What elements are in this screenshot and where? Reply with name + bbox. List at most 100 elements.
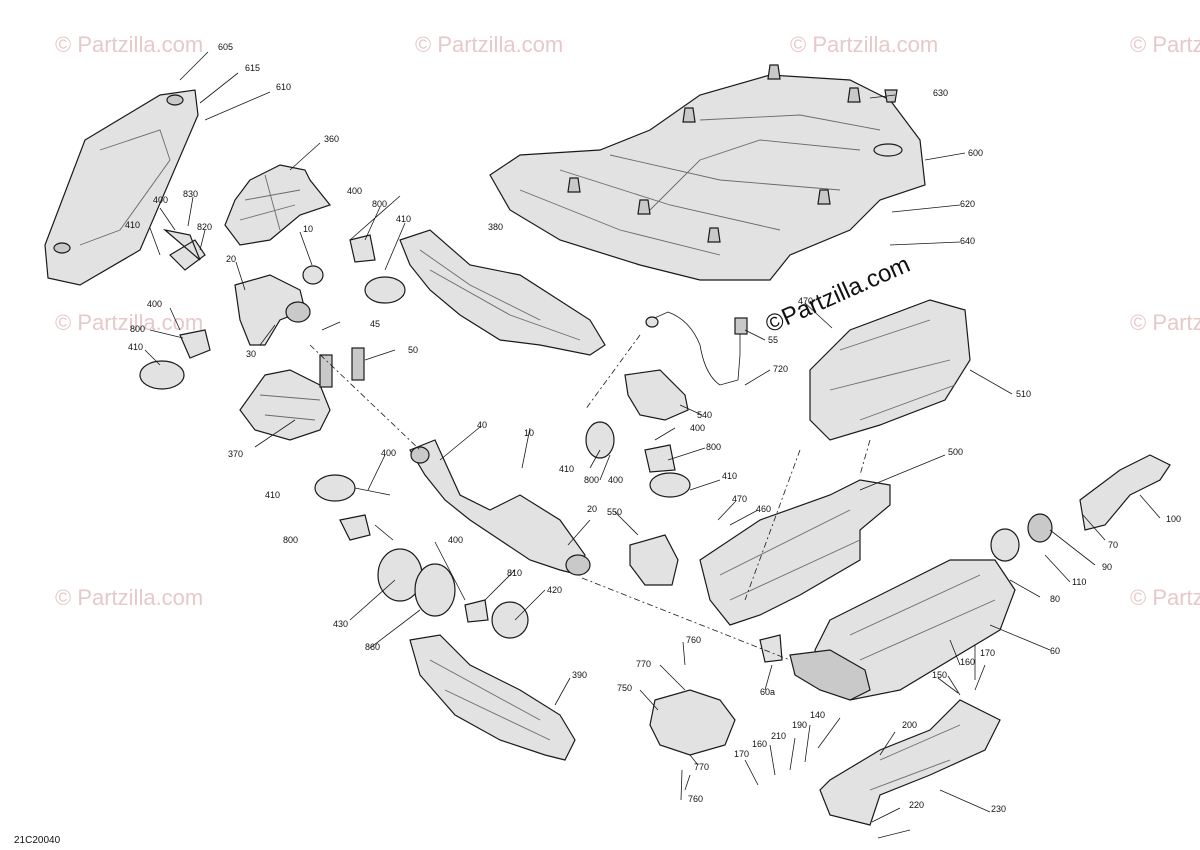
callout-540: 540 — [697, 410, 712, 420]
callout-605: 605 — [218, 42, 233, 52]
callout-510: 510 — [1016, 389, 1031, 399]
callout-150: 150 — [932, 670, 947, 680]
watermark: © Partzilla.com — [55, 585, 203, 610]
callout-800: 800 — [372, 199, 387, 209]
callout-410: 410 — [125, 220, 140, 230]
callout-50: 50 — [408, 345, 418, 355]
callout-80: 80 — [1050, 594, 1060, 604]
callout-610: 610 — [276, 82, 291, 92]
heat-shield-500 — [699, 479, 891, 626]
callout-370: 370 — [228, 449, 243, 459]
callout-600: 600 — [968, 148, 983, 158]
heat-shield-390 — [409, 634, 576, 761]
callout-470: 470 — [798, 296, 813, 306]
callout-640: 640 — [960, 236, 975, 246]
callout-800: 800 — [283, 535, 298, 545]
callout-620: 620 — [960, 199, 975, 209]
callout-400: 400 — [147, 299, 162, 309]
callout-55: 55 — [768, 335, 778, 345]
cover-750 — [649, 689, 736, 756]
callout-10: 10 — [524, 428, 534, 438]
callout-390: 390 — [572, 670, 587, 680]
watermark: © Partzilla.com — [1130, 32, 1200, 57]
callout-200: 230 — [991, 804, 1006, 814]
callout-760: 760 — [686, 635, 701, 645]
callout-550: 550 — [607, 507, 622, 517]
watermark: © Partzilla.com — [1130, 310, 1200, 335]
callout-100: 100 — [1166, 514, 1181, 524]
callout-labels: 605 615 610 360 400 800 410 380 830 820 … — [125, 42, 1181, 814]
watermark-group: © Partzilla.com © Partzilla.com © Partzi… — [55, 32, 1200, 610]
callout-20: 20 — [226, 254, 236, 264]
callout-420: 420 — [547, 585, 562, 595]
exhaust-pipe-40 — [409, 439, 591, 576]
watermark: © Partzilla.com — [415, 32, 563, 57]
clamp-group — [139, 228, 783, 663]
callout-750: 750 — [617, 683, 632, 693]
callout-140: 140 — [810, 710, 825, 720]
callout-760: 760 — [688, 794, 703, 804]
muffler-60 — [789, 559, 1016, 701]
callout-860: 860 — [365, 642, 380, 652]
callout-800: 800 — [706, 442, 721, 452]
spring-group-50 — [319, 347, 365, 388]
callout-470: 470 — [732, 494, 747, 504]
leader-lines — [144, 51, 1161, 839]
pipe-elbow-30 — [234, 274, 311, 346]
callout-20: 20 — [587, 504, 597, 514]
callout-800: 800 — [130, 324, 145, 334]
callout-430: 430 — [333, 619, 348, 629]
callout-720: 720 — [773, 364, 788, 374]
callout-10: 10 — [303, 224, 313, 234]
callout-210: 200 — [902, 720, 917, 730]
callout-180: 190 — [792, 720, 807, 730]
callout-90: 90 — [1102, 562, 1112, 572]
callout-615: 615 — [245, 63, 260, 73]
sensor-wire-55 — [645, 311, 748, 386]
callout-160: 160 — [960, 657, 975, 667]
callout-410: 410 — [559, 464, 574, 474]
callout-400: 400 — [381, 448, 396, 458]
heat-shield-600 — [489, 64, 926, 281]
watermark: © Partzilla.com — [1130, 585, 1200, 610]
callout-170: 170 — [734, 749, 749, 759]
diagram-code: 21C20040 — [14, 835, 61, 846]
callout-400: 400 — [448, 535, 463, 545]
heat-shield-540 — [624, 369, 689, 421]
callout-60a: 60a — [760, 687, 775, 697]
callout-400: 400 — [608, 475, 623, 485]
callout-400: 400 — [153, 195, 168, 205]
callout-500: 500 — [948, 447, 963, 457]
watermark: © Partzilla.com — [790, 32, 938, 57]
heat-shield-380 — [399, 229, 606, 356]
callout-110: 110 — [1072, 577, 1086, 587]
callout-70: 70 — [1108, 540, 1118, 550]
callout-820: 820 — [197, 222, 212, 232]
callout-360: 360 — [324, 134, 339, 144]
flange-plate-610 — [44, 89, 199, 286]
tail-pipe-100 — [990, 454, 1171, 562]
callout-400: 400 — [347, 186, 362, 196]
callout-400: 400 — [690, 423, 705, 433]
watermark: © Partzilla.com — [55, 32, 203, 57]
callout-410: 410 — [396, 214, 411, 224]
center-lines — [309, 334, 871, 661]
callout-410: 410 — [265, 490, 280, 500]
callout-410: 410 — [722, 471, 737, 481]
callout-830: 830 — [183, 189, 198, 199]
callout-410: 410 — [128, 342, 143, 352]
callout-380: 380 — [488, 222, 503, 232]
bracket-200 — [819, 699, 1001, 826]
callout-30: 30 — [246, 349, 256, 359]
watermark: © Partzilla.com — [55, 310, 203, 335]
heat-shield-370 — [239, 369, 331, 441]
callout-40: 40 — [477, 420, 487, 430]
callout-190: 210 — [771, 731, 786, 741]
callout-230: 220 — [909, 800, 924, 810]
muffler-cover-510 — [809, 299, 971, 441]
heat-shield-360 — [224, 164, 332, 246]
callout-770: 770 — [694, 762, 709, 772]
callout-45: 45 — [370, 319, 380, 329]
